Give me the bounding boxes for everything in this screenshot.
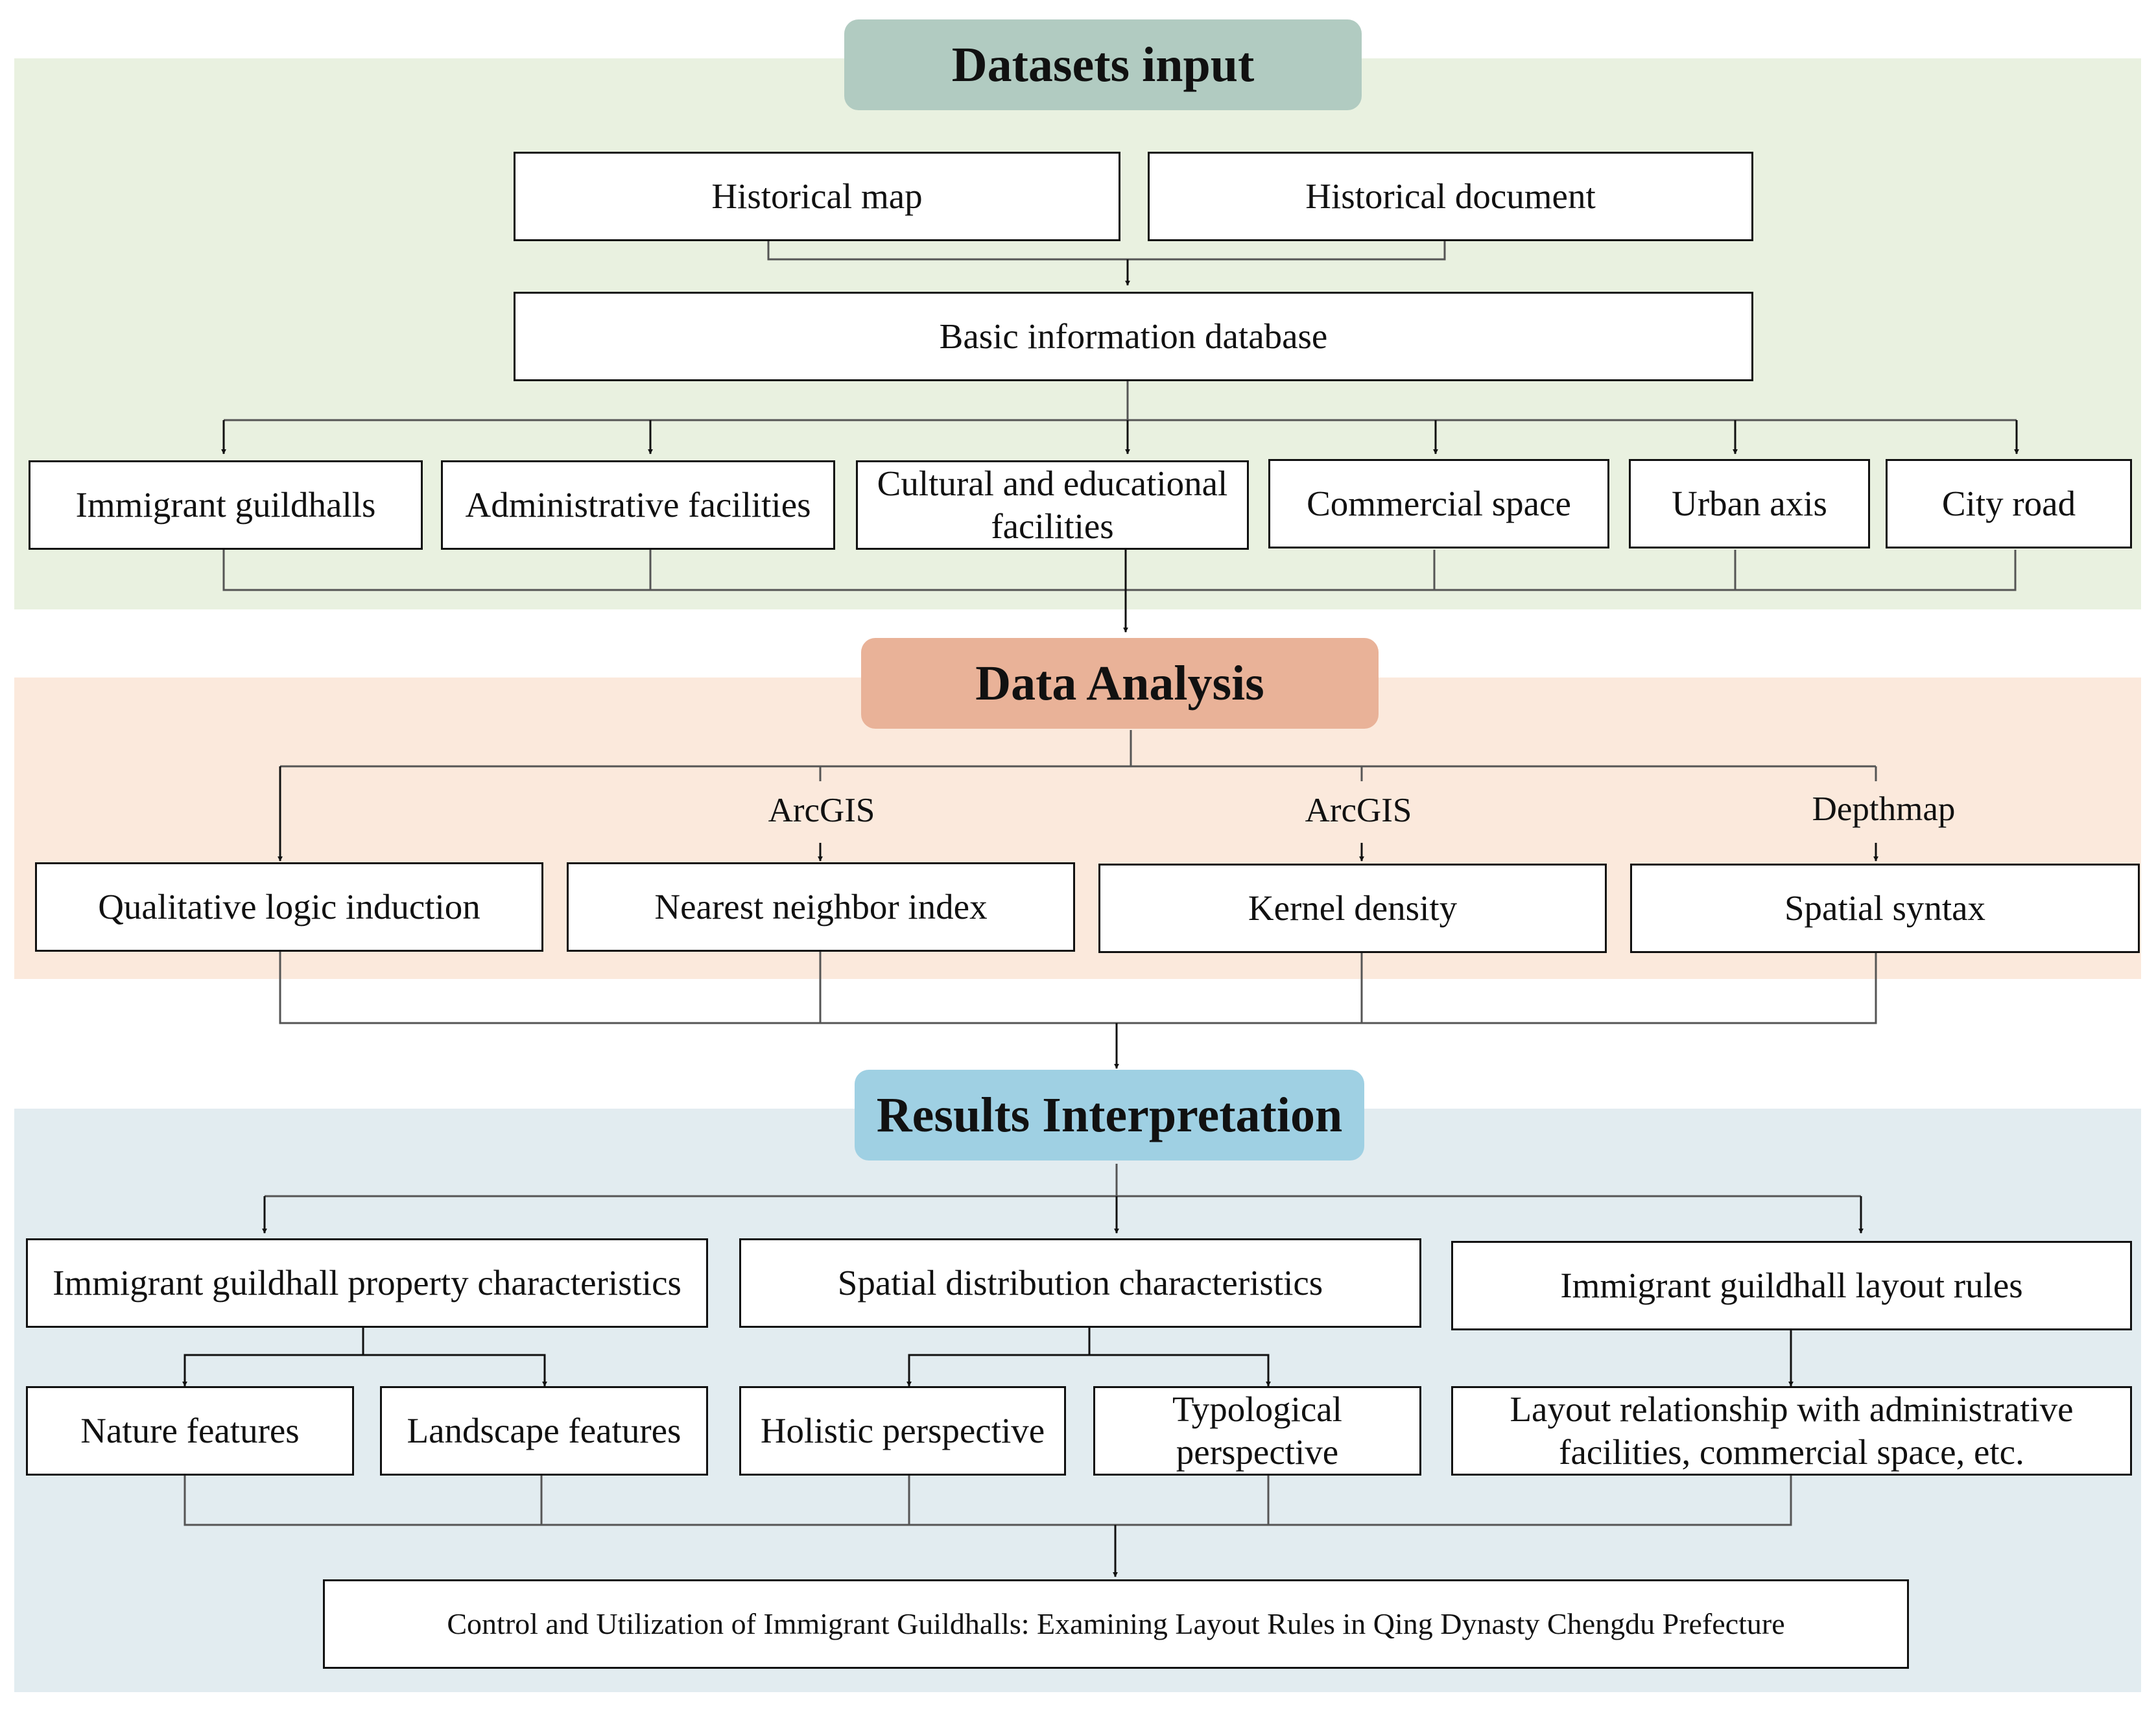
layer-commercial-space: Commercial space (1268, 459, 1609, 548)
tool-label-depthmap: Depthmap (1812, 790, 1956, 828)
historical-map-box: Historical map (514, 152, 1120, 241)
layer-city-road: City road (1886, 459, 2132, 548)
method-kernel-density: Kernel density (1098, 864, 1607, 953)
sub-typological-perspective: Typological perspective (1093, 1386, 1421, 1476)
method-qualitative-logic-induction: Qualitative logic induction (35, 862, 543, 952)
method-nearest-neighbor-index: Nearest neighbor index (567, 862, 1075, 952)
sub-nature-features: Nature features (26, 1386, 354, 1476)
layer-immigrant-guildhalls: Immigrant guildhalls (29, 460, 423, 550)
historical-document-box: Historical document (1148, 152, 1753, 241)
conclusion-box: Control and Utilization of Immigrant Gui… (323, 1579, 1909, 1669)
data-analysis-title: Data Analysis (861, 638, 1379, 729)
datasets-input-title: Datasets input (844, 19, 1362, 110)
tool-label-arcgis-2: ArcGIS (1305, 792, 1412, 829)
layer-cultural-educational-facilities: Cultural and educational facilities (856, 460, 1249, 550)
layer-administrative-facilities: Administrative facilities (441, 460, 835, 550)
basic-information-database-box: Basic information database (514, 292, 1753, 381)
category-property-characteristics: Immigrant guildhall property characteris… (26, 1238, 708, 1328)
layer-urban-axis: Urban axis (1629, 459, 1870, 548)
sub-landscape-features: Landscape features (380, 1386, 708, 1476)
method-spatial-syntax: Spatial syntax (1630, 864, 2140, 953)
sub-layout-relationship: Layout relationship with administrative … (1451, 1386, 2132, 1476)
sub-holistic-perspective: Holistic perspective (739, 1386, 1066, 1476)
category-spatial-distribution: Spatial distribution characteristics (739, 1238, 1421, 1328)
tool-label-arcgis-1: ArcGIS (768, 792, 875, 829)
results-interpretation-title: Results Interpretation (855, 1070, 1364, 1161)
category-layout-rules: Immigrant guildhall layout rules (1451, 1241, 2132, 1330)
